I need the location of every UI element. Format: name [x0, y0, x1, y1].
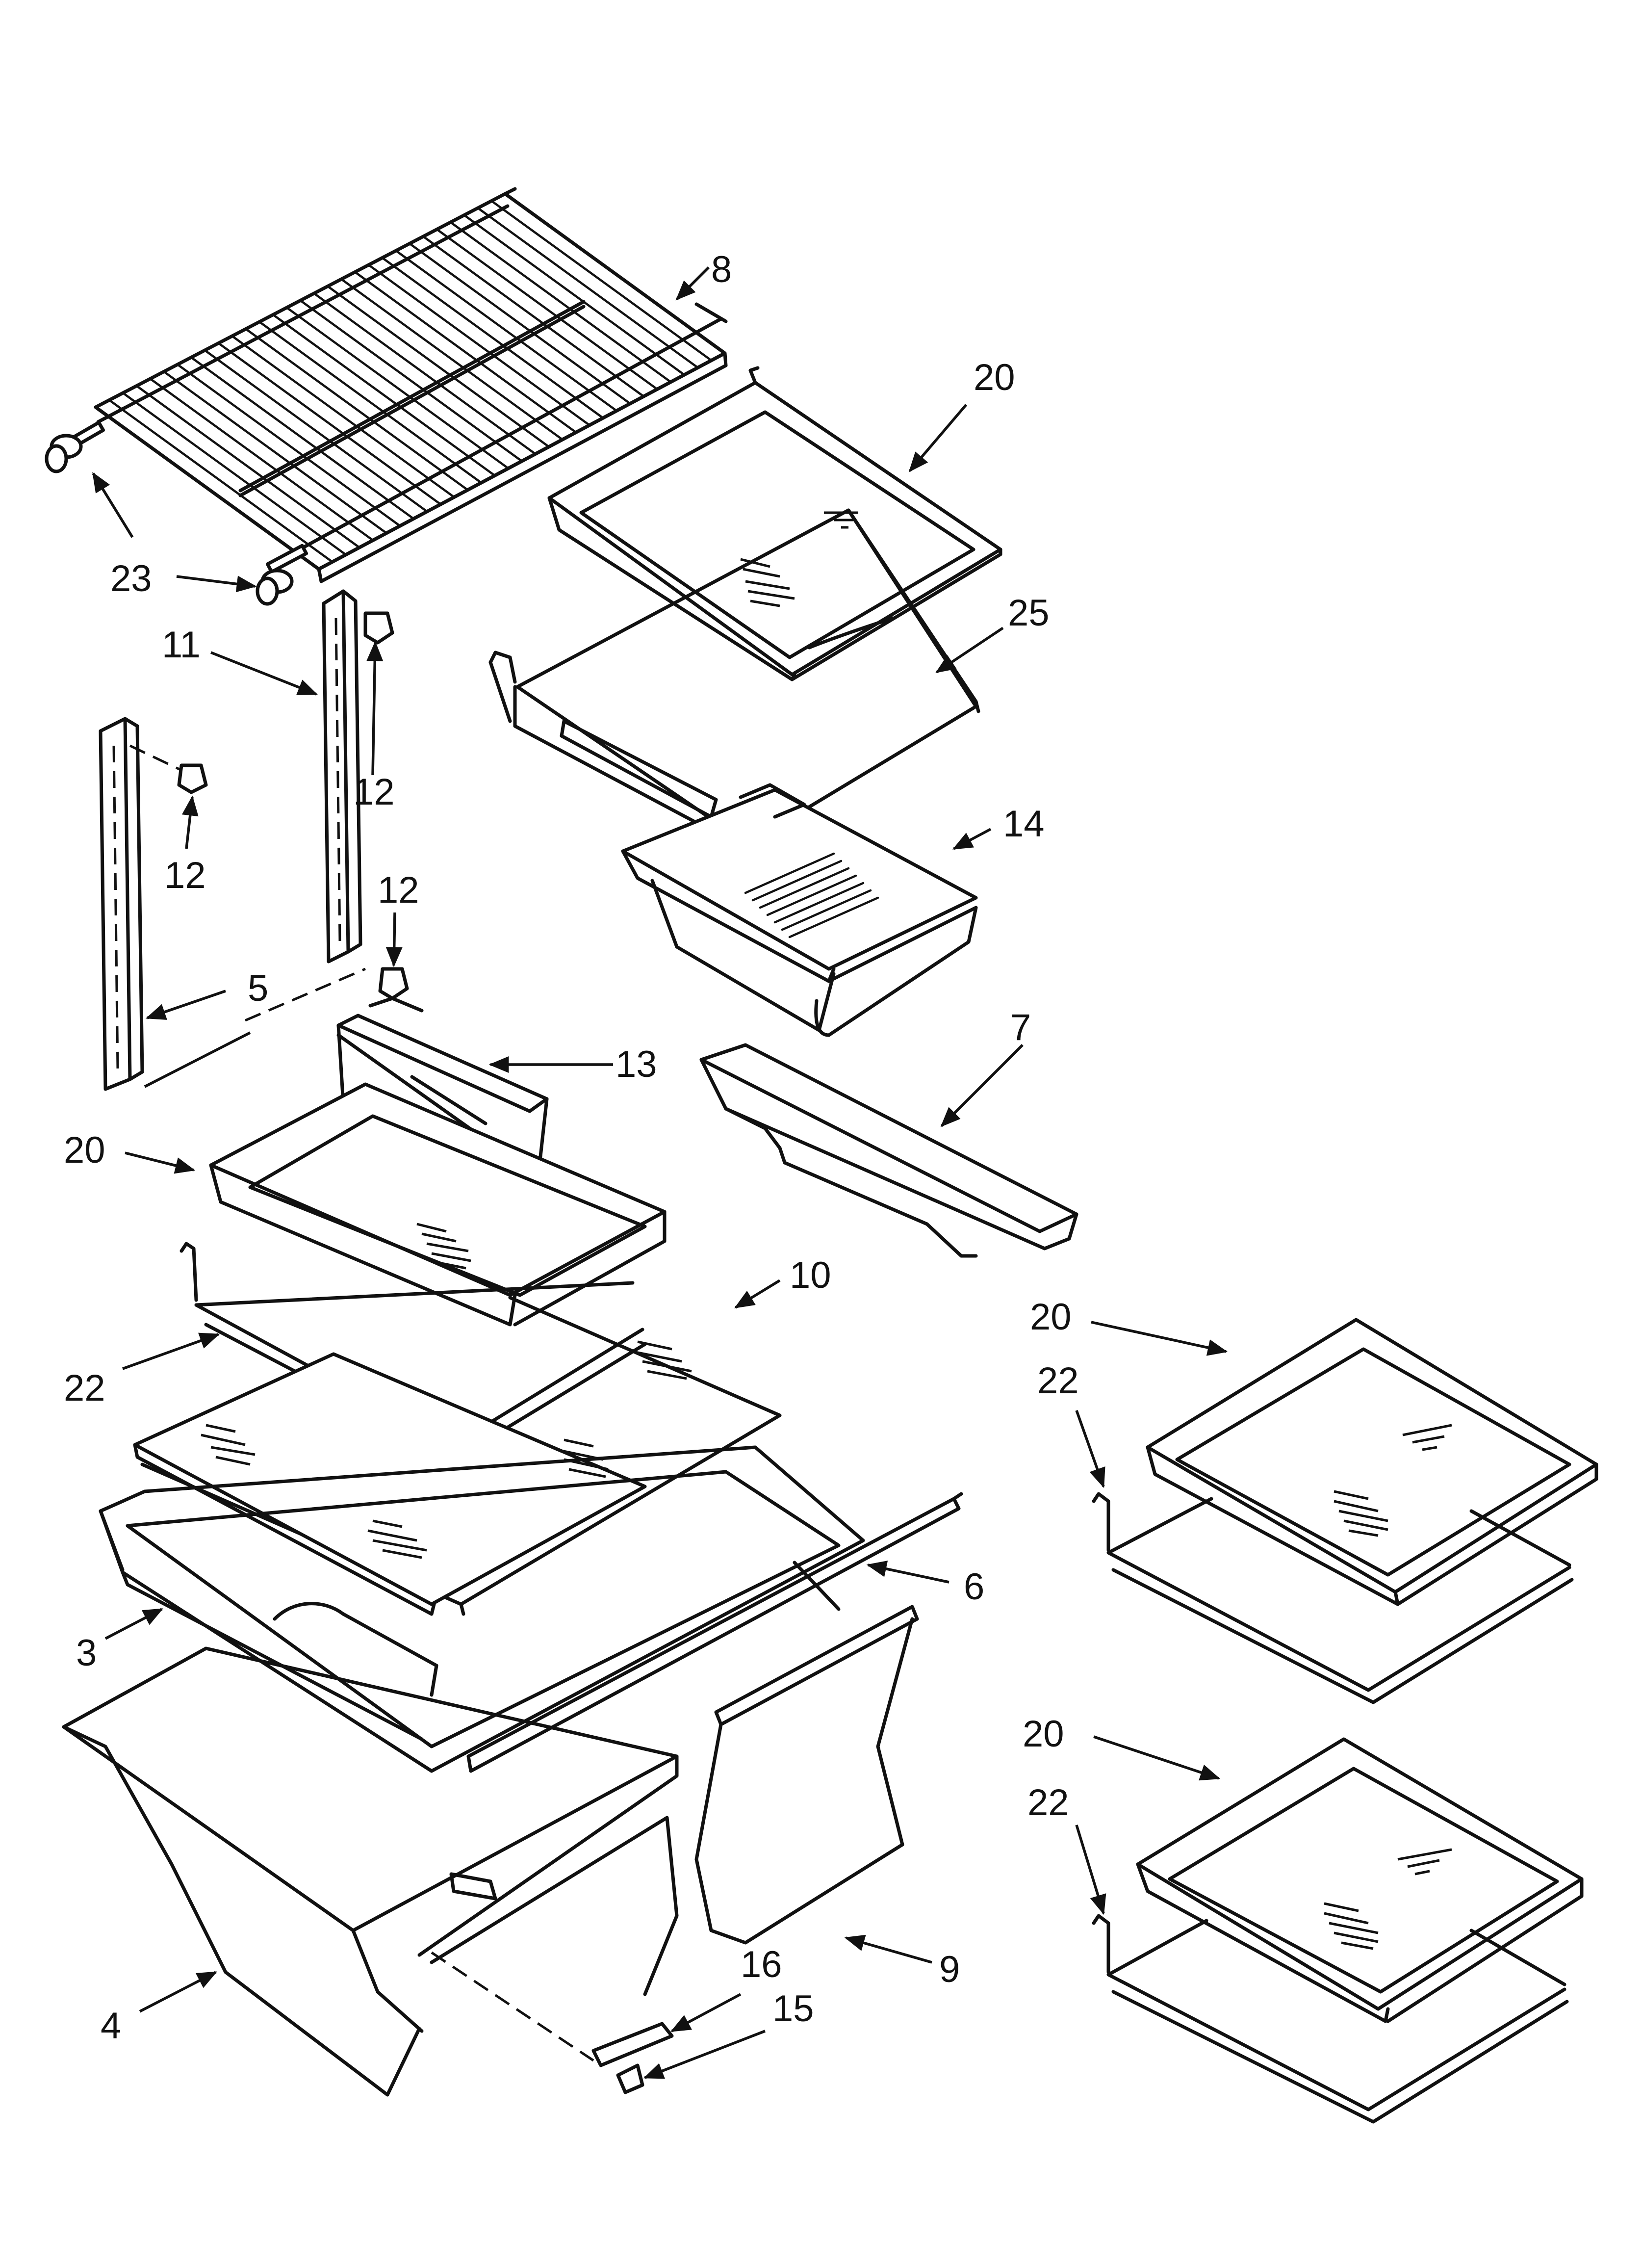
- callout-11: 11: [162, 624, 201, 666]
- wire-rod: [108, 399, 334, 563]
- glass-shelf-part-20-left: [209, 1082, 667, 1327]
- callout-22-left: 22: [64, 1367, 105, 1409]
- callout-25: 25: [1008, 592, 1050, 634]
- wire-rod: [231, 335, 456, 498]
- callout-12-lower: 12: [378, 869, 419, 911]
- wire-rod: [176, 363, 401, 527]
- callout-8: 8: [711, 249, 732, 290]
- wire-rod: [272, 313, 496, 477]
- cover-part-7: [699, 1043, 1078, 1258]
- leader-arrows: [92, 266, 1228, 2079]
- shelf-bracket-part-22-right-upper: [1092, 1492, 1574, 1704]
- wire-rod: [244, 328, 469, 491]
- wire-rod: [354, 271, 577, 434]
- callout-labels: 8 20 23 25 11 12 12 12 14 5 13 7 20 10 2…: [64, 249, 1079, 2047]
- callout-16: 16: [741, 1944, 782, 1985]
- callout-14: 14: [1003, 803, 1045, 845]
- callout-7: 7: [1010, 1007, 1031, 1048]
- wire-rod: [340, 278, 564, 441]
- wire-rod: [395, 249, 618, 412]
- wire-rod: [149, 377, 374, 542]
- callout-5: 5: [248, 967, 268, 1009]
- callout-10: 10: [790, 1254, 831, 1296]
- wire-rod: [408, 242, 632, 405]
- callout-22-right-upper: 22: [1037, 1360, 1079, 1402]
- wire-rod: [122, 391, 347, 556]
- wire-rod: [326, 285, 550, 448]
- callout-6: 6: [964, 1566, 984, 1608]
- wire-rod: [299, 299, 523, 463]
- wire-rod: [190, 356, 415, 520]
- wire-rod: [162, 370, 388, 534]
- wire-rod: [463, 214, 686, 376]
- callout-22-right-lower: 22: [1027, 1782, 1069, 1824]
- wire-rod: [204, 349, 429, 513]
- callout-12-left: 12: [164, 855, 206, 896]
- shelf-rail-part-5: [99, 717, 366, 1091]
- callout-3: 3: [76, 1632, 97, 1674]
- callout-15: 15: [772, 1988, 814, 2030]
- glass-shelf-part-20-right-upper: [1146, 1318, 1598, 1606]
- crisper-cover-frame-part-3: [99, 1445, 865, 1773]
- callout-20-right-upper: 20: [1030, 1296, 1072, 1338]
- shelf-rail-part-11: [322, 589, 362, 964]
- wire-rod: [449, 221, 672, 383]
- glass-shelf-part-20-top: [547, 366, 1002, 681]
- crisper-drawer-part-4: [62, 1646, 679, 2097]
- wire-shelf-part-8: [72, 187, 728, 583]
- wire-rod: [313, 292, 537, 455]
- callout-20-right-lower: 20: [1023, 1713, 1064, 1755]
- screw-part-12: [177, 611, 409, 1000]
- shelf-stud-part-23: [45, 434, 294, 606]
- wire-rod: [381, 257, 604, 419]
- callout-20-left: 20: [64, 1129, 105, 1171]
- wire-rod: [258, 320, 483, 484]
- clip-part-15: [431, 1951, 644, 2094]
- callout-9: 9: [939, 1949, 960, 1990]
- glass-shelf-part-20-right-lower: [1136, 1737, 1584, 2023]
- wire-rod: [436, 228, 659, 391]
- wire-rod: [217, 342, 442, 506]
- wire-rod: [490, 200, 713, 362]
- drawer-part-14: [621, 783, 978, 1037]
- clip-part-16: [591, 2022, 674, 2067]
- wire-rod: [135, 385, 361, 549]
- wire-rod: [422, 235, 645, 398]
- callout-13: 13: [616, 1043, 657, 1085]
- wire-rod: [477, 207, 699, 369]
- callout-23: 23: [110, 558, 152, 600]
- rail-part-6: [466, 1492, 963, 1773]
- callout-4: 4: [101, 2005, 121, 2047]
- callout-12-upper: 12: [353, 771, 395, 813]
- callout-20-top: 20: [974, 357, 1015, 398]
- wire-rod: [367, 263, 591, 426]
- glass-panel-lower: [133, 1352, 647, 1616]
- crisper-drawer-part-9: [694, 1561, 919, 1945]
- shelf-bracket-part-22-right-lower: [1092, 1914, 1569, 2124]
- wire-rod: [285, 306, 510, 469]
